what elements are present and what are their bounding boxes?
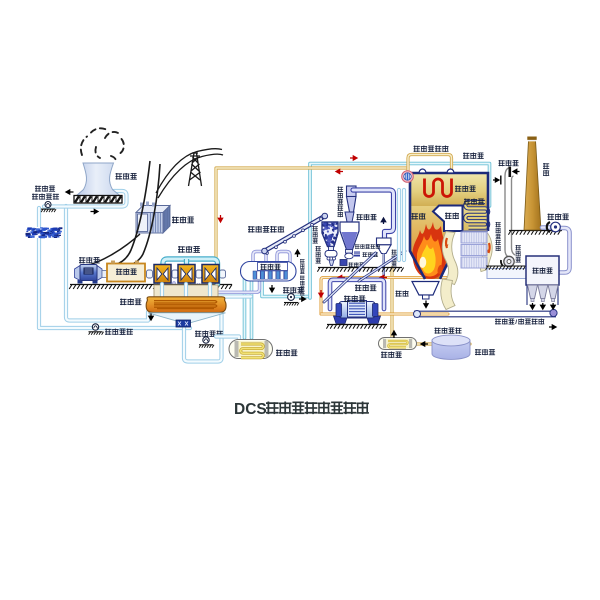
svg-text:DCS: DCS (234, 401, 267, 418)
svg-text:/: / (515, 319, 517, 326)
